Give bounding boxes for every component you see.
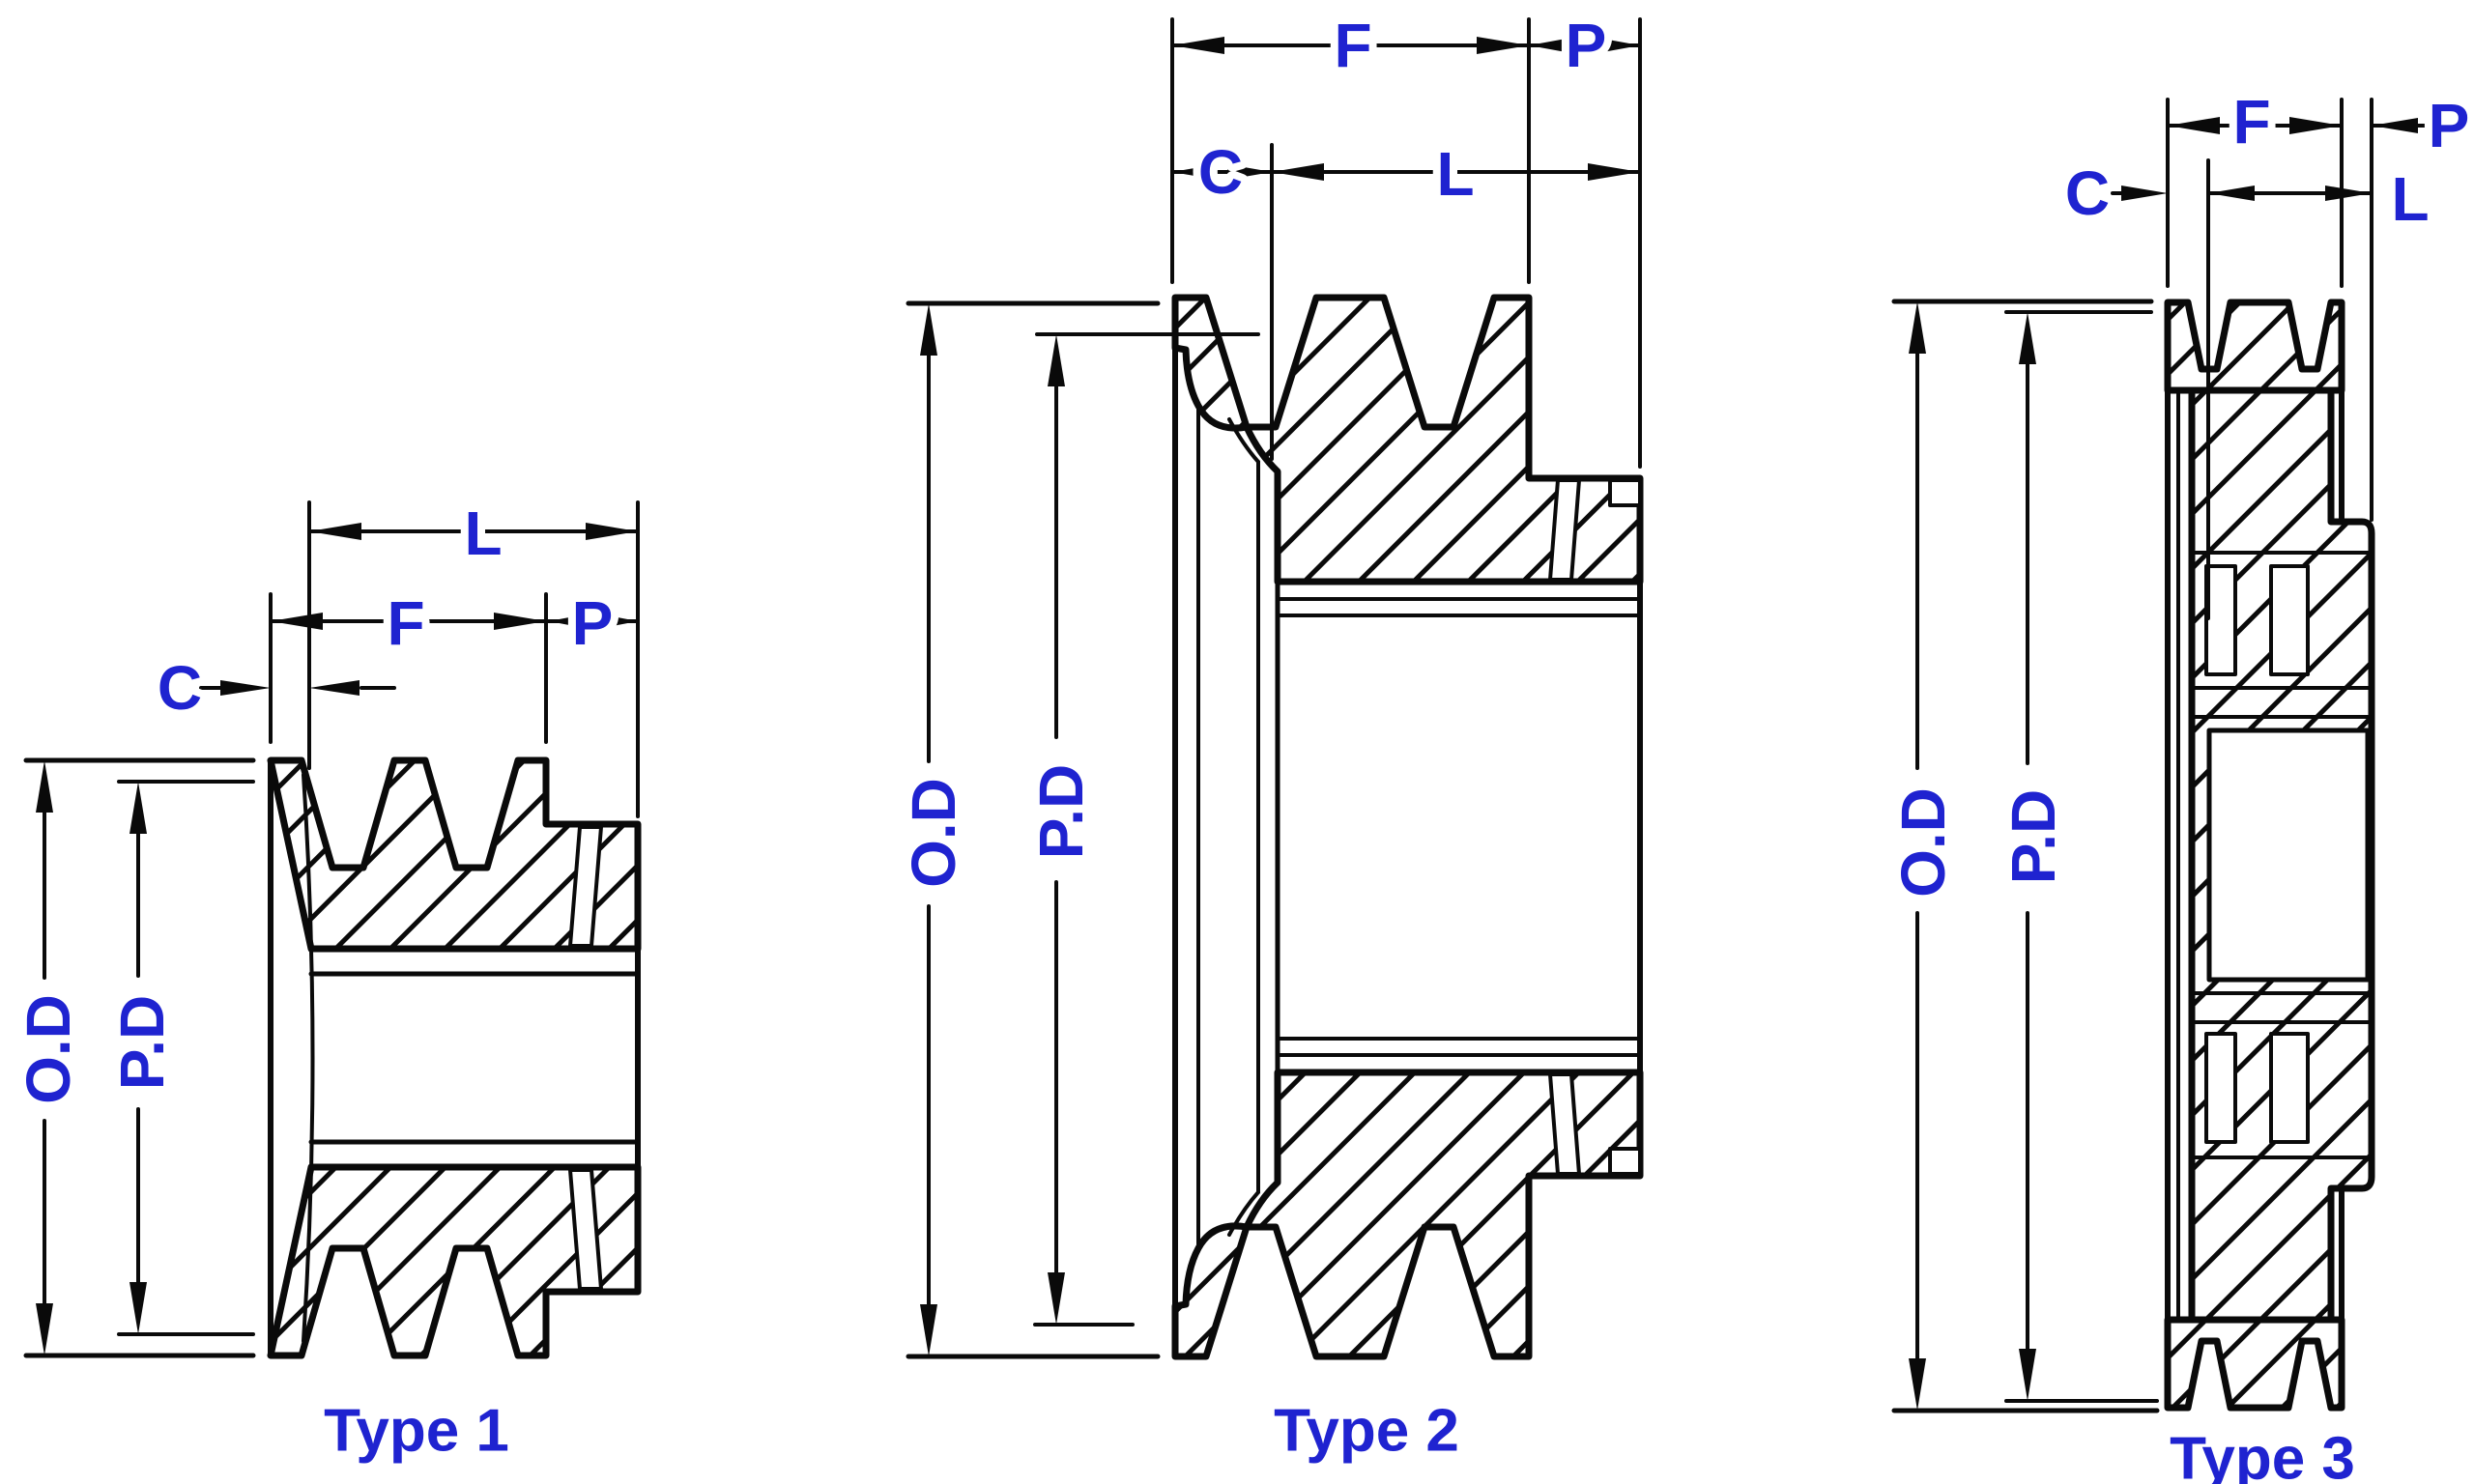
type3-hub-detail-lines <box>2190 551 2373 1159</box>
arrow-icon <box>129 1282 147 1334</box>
type1-arrowheads <box>36 523 638 1356</box>
type2-web-fillet-bottom <box>1227 1190 1260 1237</box>
arrow-icon <box>2168 117 2220 134</box>
type1-dim-label-PD: P.D <box>107 995 177 1090</box>
type2-dim-label-C: C <box>1198 137 1243 207</box>
type2-dim-label-PD: P.D <box>1026 764 1096 859</box>
type1-cone-inner-line <box>302 773 315 1343</box>
type3-view: F P C L O.D P.D Type 3 <box>1881 79 2474 1484</box>
arrow-icon <box>549 614 590 629</box>
arrow-icon <box>1909 1358 1926 1411</box>
type2-arrowheads <box>920 37 1640 1356</box>
arrow-icon <box>1048 1272 1065 1325</box>
arrow-icon <box>494 613 546 630</box>
arrow-icon <box>1048 334 1065 386</box>
arrow-icon <box>2019 1349 2036 1401</box>
arrow-icon <box>2289 117 2342 134</box>
type3-bushing-slot <box>2204 564 2237 676</box>
type1-bushing-split-bottom <box>568 1168 603 1291</box>
arrow-icon <box>1597 38 1640 53</box>
type3-bushing-slot <box>2204 1032 2237 1144</box>
type2-bushing-split-bottom <box>1548 1072 1581 1176</box>
arrow-icon <box>1529 38 1571 53</box>
type3-rim-top-section <box>2164 299 2345 394</box>
type1-dim-label-P: P <box>572 588 614 658</box>
type1-view: L F P C O.D P.D Type 1 <box>6 491 642 1472</box>
type3-arrowheads <box>1909 117 2418 1411</box>
type1-od-pd-lines <box>23 757 256 1358</box>
arrow-icon <box>309 523 361 540</box>
type2-web-fillet-top <box>1227 417 1260 464</box>
arrow-icon <box>1272 163 1324 181</box>
type2-rim-top-section <box>1243 294 1644 585</box>
arrow-icon <box>129 782 147 834</box>
type3-dim-label-F: F <box>2232 87 2270 157</box>
arrow-icon <box>36 1303 53 1356</box>
type1-dim-label-L: L <box>464 499 502 568</box>
type3-rim-bottom-section <box>2164 1316 2345 1412</box>
type1-dim-label-OD: O.D <box>14 994 83 1104</box>
type2-od-pd-lines <box>906 300 1260 1359</box>
type3-dim-label-L: L <box>2391 164 2429 234</box>
arrow-icon <box>2019 312 2036 364</box>
type1-extension-lines <box>269 500 640 818</box>
arrow-icon <box>2372 118 2418 133</box>
type2-dim-label-F: F <box>1334 11 1371 80</box>
type2-dim-label-OD: O.D <box>899 778 968 888</box>
arrow-icon <box>1477 37 1529 54</box>
type3-dim-label-PD: P.D <box>1999 789 2068 884</box>
type2-rim-bottom-section <box>1243 1069 1644 1360</box>
type2-dim-label-P: P <box>1566 11 1607 80</box>
type2-hub-notch-bottom <box>1608 1147 1642 1176</box>
type3-dim-label-OD: O.D <box>1888 787 1958 898</box>
arrow-icon <box>271 613 323 630</box>
type2-view: F P C L O.D P.D Type 2 <box>891 3 1644 1472</box>
type1-rim-top-section <box>267 756 642 953</box>
arrow-icon <box>586 523 638 540</box>
type2-flange-wedge-bottom <box>1171 1222 1251 1360</box>
type3-dim-label-C: C <box>2065 158 2110 228</box>
arrow-icon <box>220 680 271 696</box>
type1-caption: Type 1 <box>324 1398 509 1465</box>
arrow-icon <box>1172 164 1217 180</box>
type2-dim-label-L: L <box>1436 139 1474 209</box>
arrow-icon <box>2208 186 2255 201</box>
arrow-icon <box>597 614 638 629</box>
type2-caption: Type 2 <box>1274 1398 1459 1465</box>
arrow-icon <box>2325 186 2372 201</box>
type3-bushing-slot <box>2269 564 2310 676</box>
arrow-icon <box>920 303 937 356</box>
type1-rim-bottom-section <box>267 1163 642 1359</box>
arrow-icon <box>309 680 360 696</box>
type3-bushing-slot <box>2269 1032 2310 1144</box>
type3-od-pd-lines <box>1891 299 2160 1413</box>
arrow-icon <box>1588 163 1640 181</box>
type1-dim-label-F: F <box>387 588 424 658</box>
type2-hub-notch-top <box>1608 478 1642 507</box>
type3-caption: Type 3 <box>2170 1426 2355 1484</box>
type3-dim-label-P: P <box>2429 91 2470 160</box>
type3-bore <box>2206 728 2371 983</box>
arrow-icon <box>1909 301 1926 354</box>
arrow-icon <box>1172 37 1224 54</box>
type2-bushing-split-top <box>1548 478 1581 582</box>
arrow-icon <box>1227 164 1272 180</box>
arrow-icon <box>920 1304 937 1356</box>
type3-extension-lines <box>2166 98 2373 620</box>
arrow-icon <box>36 760 53 813</box>
type1-bushing-split-top <box>568 825 603 948</box>
type2-extension-lines <box>1170 17 1642 469</box>
type2-flange-wedge-top <box>1171 294 1251 432</box>
arrow-icon <box>2121 186 2168 201</box>
type1-dim-label-C: C <box>158 653 202 723</box>
